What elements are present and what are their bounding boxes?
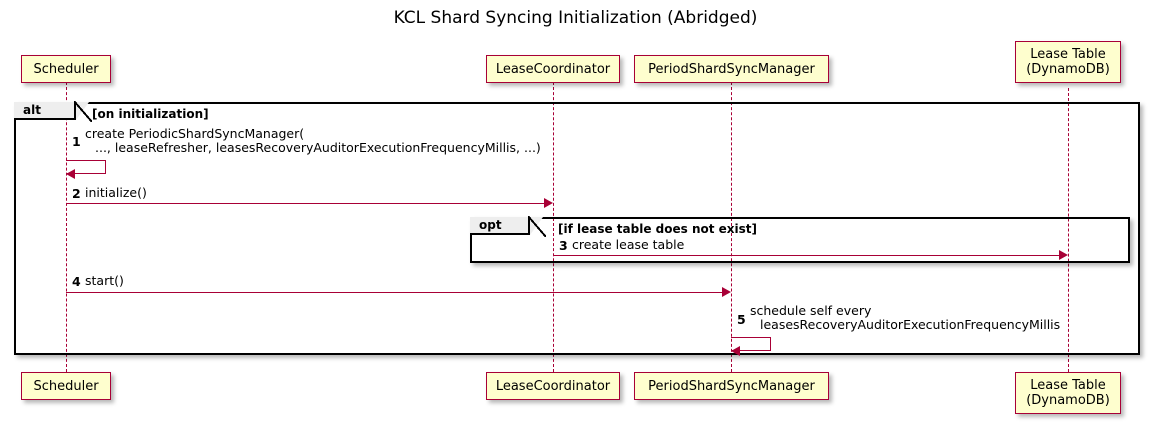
message-4-text: start() (85, 273, 124, 288)
participant-leasetable-top-label-line-1: Lease Table (1030, 47, 1106, 62)
participant-leasecoordinator-top-label: LeaseCoordinator (495, 61, 611, 77)
message-3-line (553, 255, 1060, 256)
lifeline-periodshardsyncmanager (731, 82, 732, 372)
message-1-number: 1 (72, 134, 81, 149)
participant-scheduler-top-label: Scheduler (33, 61, 99, 77)
frame-alt (14, 102, 1140, 355)
frame-opt-tab-label: opt (479, 218, 502, 232)
message-1-arrowhead (66, 169, 75, 179)
message-5-number: 5 (737, 312, 746, 327)
participant-scheduler-top[interactable]: Scheduler (21, 55, 111, 83)
message-3-text: create lease table (572, 237, 685, 252)
message-1-text-line-1: create PeriodicShardSyncManager( (85, 126, 305, 141)
message-2-arrowhead (544, 198, 553, 208)
message-2-text: initialize() (85, 185, 147, 200)
message-2-number: 2 (72, 186, 81, 201)
message-3-arrowhead (1059, 250, 1068, 260)
participant-periodshardsyncmanager-top[interactable]: PeriodShardSyncManager (634, 55, 829, 83)
participant-leasetable-top-label-line-2: (DynamoDB) (1026, 62, 1110, 77)
frame-alt-tab-corner-edge (74, 101, 92, 122)
frame-opt (470, 217, 1130, 263)
message-4-label: start() (85, 274, 124, 288)
message-1-self-loop (66, 160, 106, 174)
participant-periodshardsyncmanager-bottom-label: PeriodShardSyncManager (648, 378, 815, 394)
participant-periodshardsyncmanager-bottom[interactable]: PeriodShardSyncManager (634, 372, 829, 400)
participant-leasecoordinator-bottom-label: LeaseCoordinator (495, 378, 611, 394)
participant-leasecoordinator-bottom[interactable]: LeaseCoordinator (486, 372, 620, 400)
participant-scheduler-bottom[interactable]: Scheduler (21, 372, 111, 400)
message-4-arrowhead (722, 287, 731, 297)
message-5-label: schedule self every leasesRecoveryAudito… (750, 304, 1060, 332)
message-2-label: initialize() (85, 186, 147, 200)
page-title: KCL Shard Syncing Initialization (Abridg… (393, 8, 758, 28)
message-5-arrowhead (731, 346, 740, 356)
frame-alt-tab-label: alt (23, 103, 41, 117)
participant-leasetable-top[interactable]: Lease Table (DynamoDB) (1015, 41, 1121, 83)
participant-leasetable-bottom-label-line-2: (DynamoDB) (1026, 393, 1110, 408)
lifeline-scheduler (66, 82, 67, 372)
message-5-text-line-1: schedule self every (750, 303, 872, 318)
frame-opt-condition: [if lease table does not exist] (558, 222, 758, 236)
participant-periodshardsyncmanager-top-label: PeriodShardSyncManager (648, 61, 815, 77)
frame-opt-tab: opt (470, 217, 530, 235)
message-1-text-line-2: ..., leaseRefresher, leasesRecoveryAudit… (95, 140, 541, 155)
frame-alt-tab: alt (14, 102, 76, 120)
lifeline-leasetable (1068, 88, 1069, 372)
lifeline-leasecoordinator (553, 82, 554, 372)
participant-leasetable-bottom-label-line-1: Lease Table (1030, 378, 1106, 393)
message-5-text-line-2: leasesRecoveryAuditorExecutionFrequencyM… (760, 317, 1061, 332)
message-3-label: create lease table (572, 238, 684, 252)
message-4-line (66, 292, 723, 293)
message-4-number: 4 (72, 274, 81, 289)
participant-scheduler-bottom-label: Scheduler (33, 378, 99, 394)
message-2-line (66, 203, 545, 204)
message-1-label: create PeriodicShardSyncManager( ..., le… (85, 127, 541, 155)
message-5-self-loop (731, 337, 771, 351)
message-3-number: 3 (559, 238, 568, 253)
participant-leasecoordinator-top[interactable]: LeaseCoordinator (486, 55, 620, 83)
frame-opt-tab-corner-edge (528, 216, 546, 237)
frame-alt-condition: [on initialization] (92, 107, 209, 121)
participant-leasetable-bottom[interactable]: Lease Table (DynamoDB) (1015, 372, 1121, 414)
